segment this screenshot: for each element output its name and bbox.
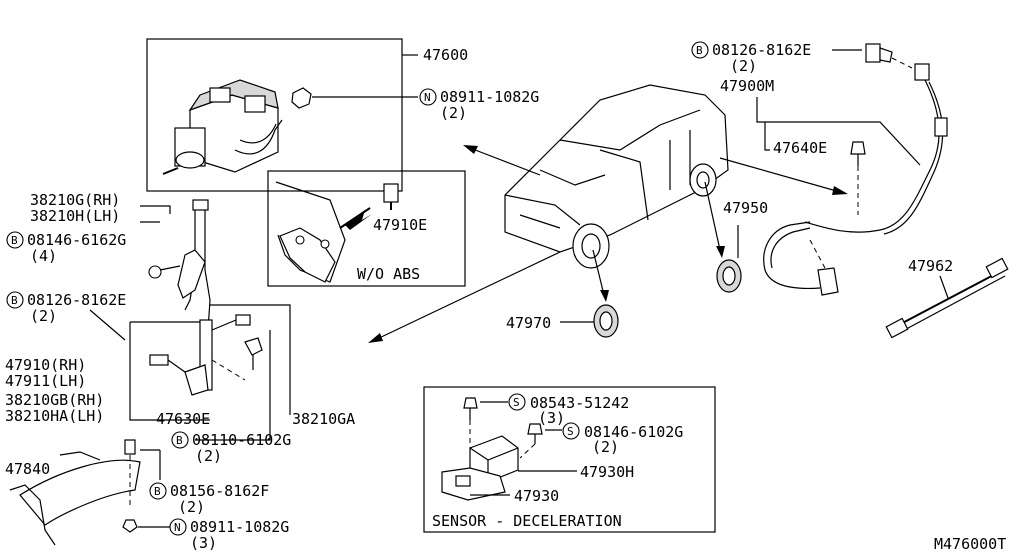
- bolt-symbol-4: [149, 482, 167, 500]
- nut-symbol-2: [169, 518, 187, 536]
- label-rear-harness: 47962: [908, 257, 953, 275]
- rear-sensor-illustration: [763, 43, 948, 296]
- leader-rear-sensor: [756, 97, 921, 166]
- label-rotor-front: 47970: [506, 314, 551, 332]
- label-sensor-gb-rh: 38210GB(RH): [5, 391, 104, 409]
- decel-sensor-box: [423, 386, 716, 533]
- bolt-symbol: [6, 231, 24, 249]
- bolt-symbol-5: [691, 41, 709, 59]
- label-screw-s2-qty: (2): [592, 438, 619, 456]
- label-bracket-47630e: 47630E: [156, 410, 210, 428]
- label-sensor-front-rh: 38210G(RH): [30, 191, 120, 209]
- label-abs-actuator: 47600: [423, 46, 468, 64]
- vehicle-arrows: [368, 145, 848, 343]
- label-wo-abs-part: 47910E: [373, 216, 427, 234]
- label-nut-protector: 08911-1082G: [190, 518, 289, 536]
- label-nut-top-qty: (2): [440, 104, 467, 122]
- abs-actuator-illustration: [162, 79, 312, 175]
- screw-symbol: [508, 393, 526, 411]
- label-bracket-38210ga: 38210GA: [292, 410, 355, 428]
- label-wo-abs: W/O ABS: [357, 265, 420, 283]
- sensor-group-bracket: [129, 322, 210, 421]
- label-sensor-front-lh: 38210H(LH): [30, 207, 120, 225]
- nut-symbol-letter: N: [424, 91, 431, 104]
- label-bolt-protector: 08156-8162F: [170, 482, 269, 500]
- label-bolt-front: 08146-6162G: [27, 231, 126, 249]
- decel-sensor-illustration: [441, 397, 543, 501]
- label-rear-clip: 47640E: [773, 139, 827, 157]
- front-sensor-illustration: [89, 199, 291, 441]
- label-rear-sensor: 47900M: [720, 77, 774, 95]
- bolt-symbol-letter-2: B: [11, 294, 18, 307]
- wo-abs-box: [267, 170, 466, 287]
- diagram-id: M476000T: [934, 535, 1006, 553]
- label-sensor-ha-lh: 38210HA(LH): [5, 407, 104, 425]
- protector-illustration: [9, 439, 161, 546]
- nut-symbol-letter-2: N: [174, 521, 181, 534]
- bolt-symbol-2: [6, 291, 24, 309]
- label-screw-s1-qty: (3): [538, 409, 565, 427]
- label-screw-s2: 08146-6102G: [584, 423, 683, 441]
- label-screw-s1: 08543-51242: [530, 394, 629, 412]
- label-rear-bolt-qty: (2): [730, 57, 757, 75]
- nut-symbol: [419, 88, 437, 106]
- label-sensor-rh: 47910(RH): [5, 356, 86, 374]
- rotor-front-illustration: [593, 304, 619, 338]
- bolt-symbol-letter: B: [11, 234, 18, 247]
- bolt-symbol-letter-3: B: [176, 434, 183, 447]
- label-nut-top: 08911-1082G: [440, 88, 539, 106]
- label-bolt-front-qty: (4): [30, 247, 57, 265]
- label-rear-bolt: 08126-8162E: [712, 41, 811, 59]
- rotor-rear-illustration: [716, 259, 742, 293]
- leader-rear-sensor-2: [764, 122, 770, 151]
- vehicle-illustration: [504, 84, 729, 269]
- label-rotor-rear: 47950: [723, 199, 768, 217]
- screw-symbol-letter-2: S: [567, 425, 574, 438]
- decel-caption: SENSOR - DECELERATION: [432, 512, 622, 530]
- label-bolt-protector-qty: (2): [178, 498, 205, 516]
- label-bolt-bracket: 08126-8162E: [27, 291, 126, 309]
- bolt-symbol-letter-4: B: [154, 485, 161, 498]
- bolt-symbol-3: [171, 431, 189, 449]
- bolt-symbol-letter-5: B: [696, 44, 703, 57]
- rear-harness-illustration: [885, 257, 1009, 339]
- label-bolt-bracket-qty: (2): [30, 307, 57, 325]
- screw-symbol-letter: S: [513, 396, 520, 409]
- screw-symbol-2: [562, 422, 580, 440]
- abs-actuator-box: [146, 38, 403, 192]
- label-bolt-sensor: 08110-6102G: [192, 431, 291, 449]
- label-sensor-bracket: 47930: [514, 487, 559, 505]
- label-bolt-sensor-qty: (2): [195, 447, 222, 465]
- label-sensor-decel: 47930H: [580, 463, 634, 481]
- label-nut-protector-qty: (3): [190, 534, 217, 552]
- wo-abs-illustration: [275, 181, 399, 283]
- label-protector: 47840: [5, 460, 50, 478]
- label-sensor-lh: 47911(LH): [5, 372, 86, 390]
